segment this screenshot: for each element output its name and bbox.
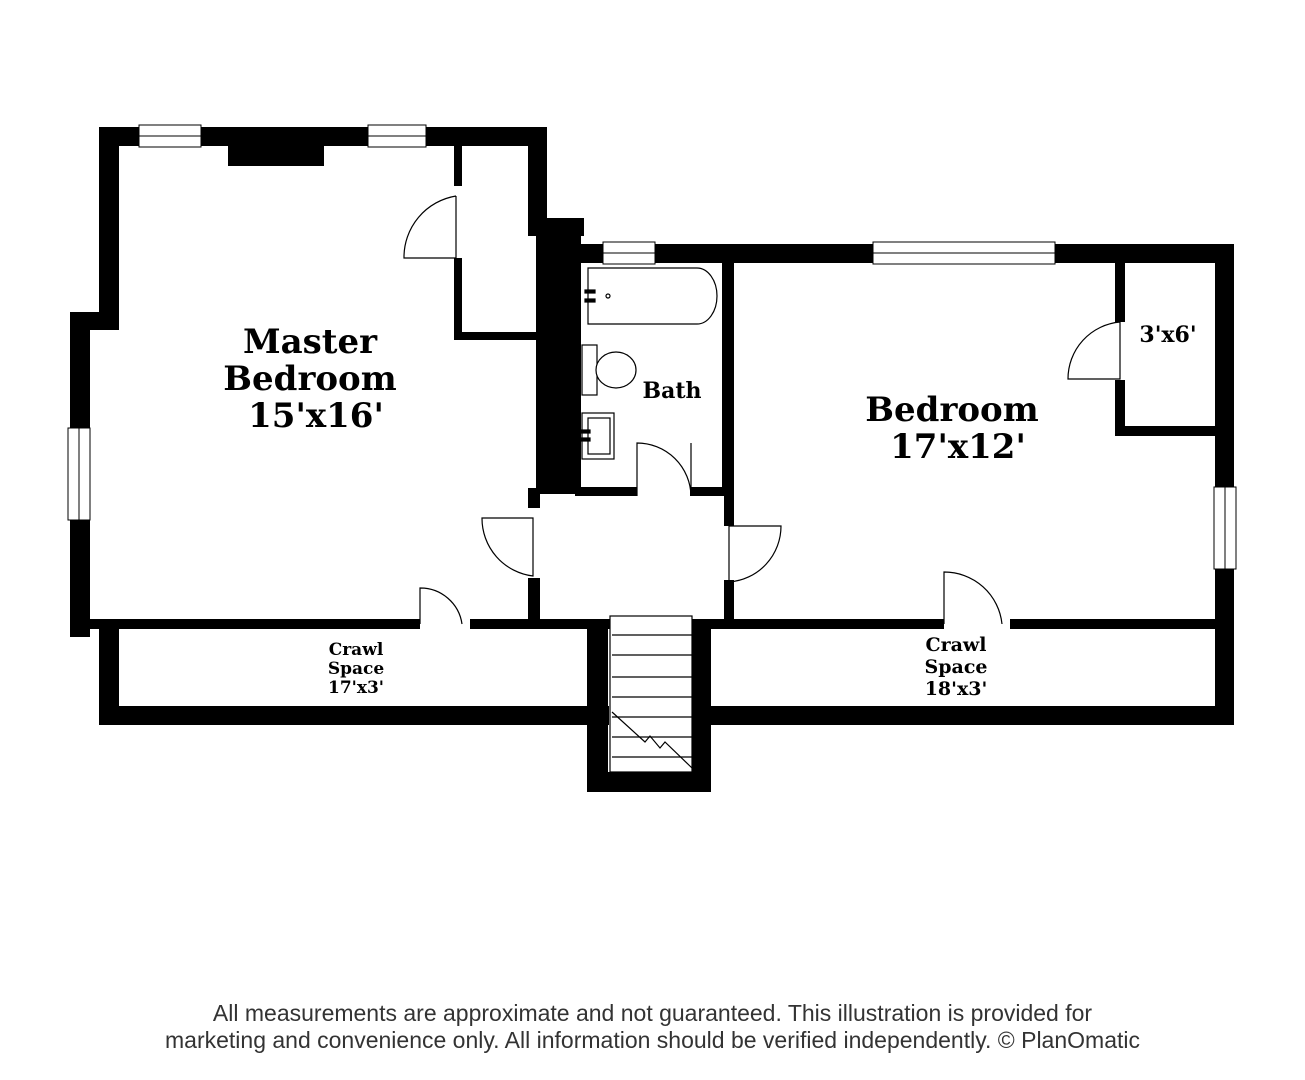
disclaimer: All measurements are approximate and not… — [0, 1000, 1305, 1054]
bedroom-size: 17'x12' — [890, 427, 1026, 467]
crawl-right-size: 18'x3' — [925, 678, 988, 700]
door-crawl-left — [419, 587, 463, 625]
door-closet — [1067, 321, 1121, 380]
door-bedroom-hall — [728, 525, 782, 583]
toilet-tank-icon — [581, 344, 598, 396]
crawl-left-size: 17'x3' — [328, 678, 384, 698]
door-master-closet — [403, 195, 457, 259]
master-bedroom-size: 15'x16' — [248, 396, 384, 436]
doors — [403, 195, 1121, 625]
door-master-hall — [481, 517, 534, 577]
closet-size: 3'x6' — [1139, 322, 1196, 348]
windows — [67, 124, 1237, 570]
toilet-icon — [595, 351, 637, 389]
crawl-right-name-1: Crawl — [925, 634, 986, 656]
door-bath — [636, 442, 692, 497]
crawl-right-name-2: Space — [925, 656, 988, 678]
disclaimer-line-2: marketing and convenience only. All info… — [165, 1027, 1140, 1053]
door-crawl-right — [943, 571, 1003, 625]
bathtub-icon — [587, 267, 718, 325]
bedroom-name: Bedroom — [865, 390, 1038, 430]
floor-plan: Master Bedroom 15'x16' Bedroom 17'x12' 3… — [67, 124, 1237, 792]
crawl-left-name-1: Crawl — [329, 640, 384, 660]
bath-name: Bath — [642, 378, 701, 404]
master-bedroom-name-1: Master — [243, 322, 378, 362]
disclaimer-line-1: All measurements are approximate and not… — [212, 1000, 1093, 1026]
walls — [70, 127, 1234, 792]
bath-fixtures — [579, 267, 718, 460]
crawl-left-name-2: Space — [328, 659, 385, 679]
master-bedroom-name-2: Bedroom — [223, 359, 396, 399]
stairs-icon — [609, 615, 693, 773]
